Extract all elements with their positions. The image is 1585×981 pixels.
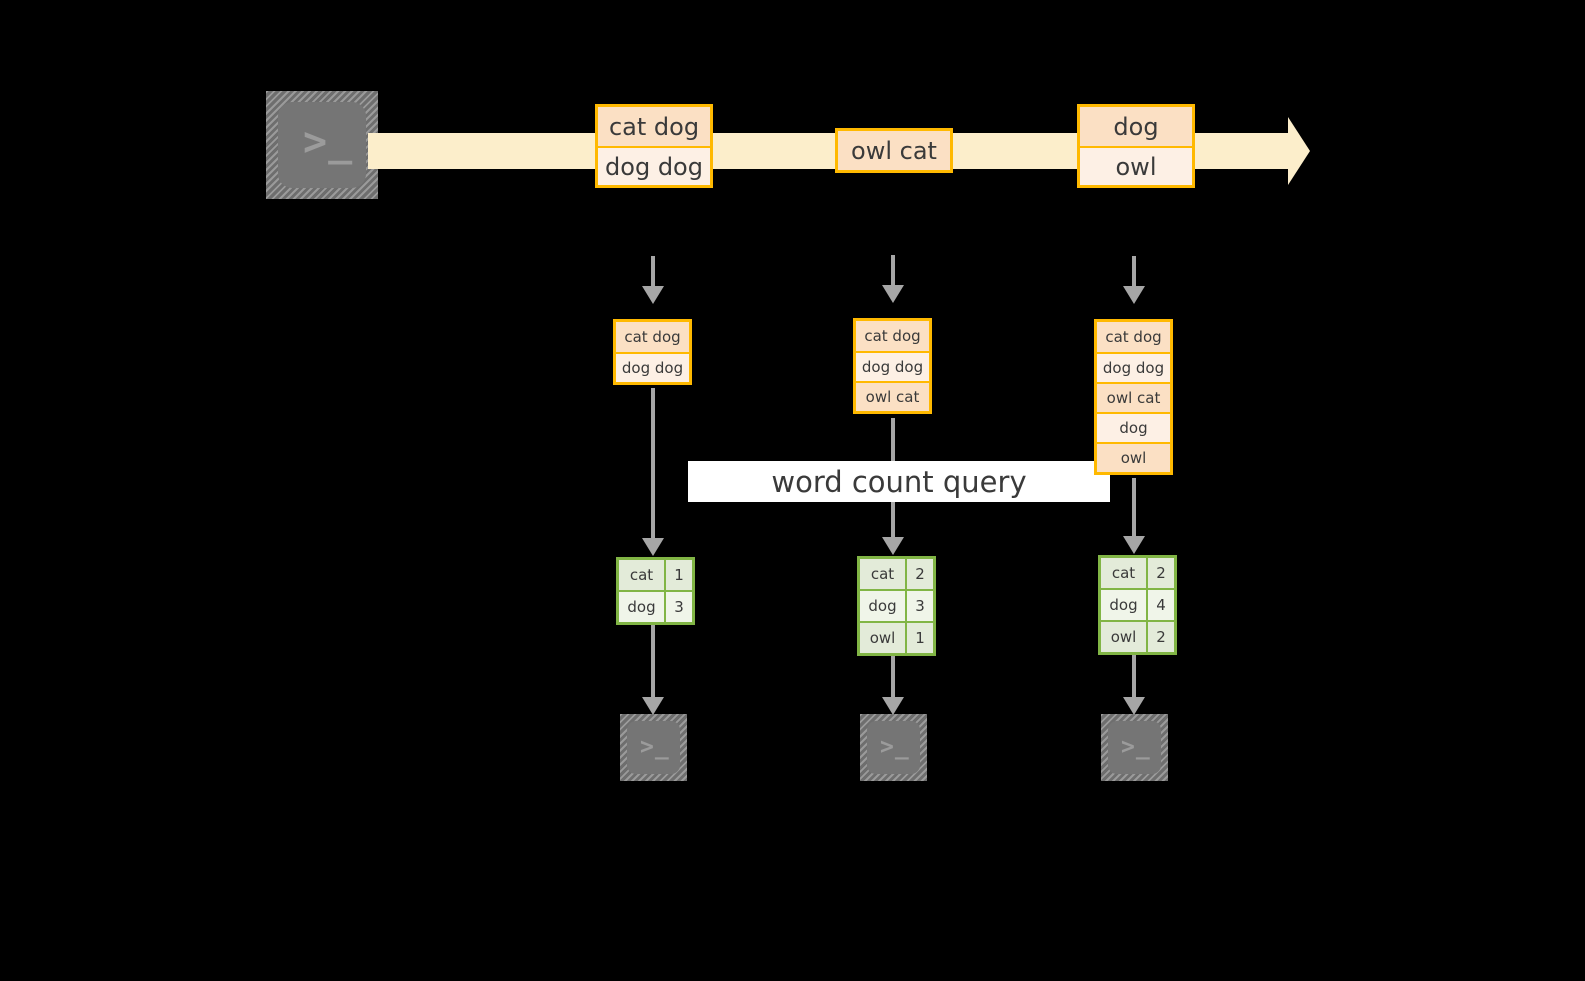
terminal-prompt-glyph: >_ xyxy=(1121,734,1151,760)
terminal-prompt-glyph: >_ xyxy=(640,734,670,760)
batch-input-2: cat dog dog dog owl cat xyxy=(853,318,932,414)
result-word: owl xyxy=(1101,622,1146,652)
dashed-feed-arrow-2 xyxy=(882,285,904,303)
query-arrow-3 xyxy=(1123,536,1145,554)
batch-line: dog dog xyxy=(616,352,689,382)
dashed-feed-line-2 xyxy=(891,255,895,285)
result-word: cat xyxy=(860,559,905,589)
sink-line-2 xyxy=(891,652,895,702)
result-row: owl 1 xyxy=(860,621,933,653)
query-arrow-1 xyxy=(642,538,664,556)
result-row: dog 3 xyxy=(860,589,933,621)
batch-line: owl cat xyxy=(856,381,929,411)
query-label-banner: word count query xyxy=(688,461,1110,502)
result-count: 2 xyxy=(1146,622,1174,652)
batch-line: dog dog xyxy=(1097,352,1170,382)
sink-terminal-icon-1: >_ xyxy=(620,714,687,781)
batch-line: cat dog xyxy=(856,321,929,351)
result-row: dog 3 xyxy=(619,590,692,622)
result-count: 1 xyxy=(905,623,933,653)
result-count: 3 xyxy=(905,591,933,621)
dashed-feed-arrow-1 xyxy=(642,286,664,304)
batch-line: dog xyxy=(1097,412,1170,442)
record-line: owl xyxy=(1080,146,1192,185)
result-table-1: cat 1 dog 3 xyxy=(616,557,695,625)
terminal-screen: >_ xyxy=(1108,721,1161,774)
result-count: 4 xyxy=(1146,590,1174,620)
record-line: cat dog xyxy=(598,107,710,146)
result-row: cat 2 xyxy=(1101,558,1174,588)
sink-terminal-icon-3: >_ xyxy=(1101,714,1168,781)
result-word: dog xyxy=(1101,590,1146,620)
terminal-screen: >_ xyxy=(627,721,680,774)
batch-line: dog dog xyxy=(856,351,929,381)
terminal-screen: >_ xyxy=(278,102,366,188)
result-row: owl 2 xyxy=(1101,620,1174,652)
sink-terminal-icon-2: >_ xyxy=(860,714,927,781)
stream-record-1: cat dog dog dog xyxy=(595,104,713,188)
query-line-1 xyxy=(651,388,655,543)
batch-line: owl xyxy=(1097,442,1170,472)
stream-record-3: dog owl xyxy=(1077,104,1195,188)
batch-input-3: cat dog dog dog owl cat dog owl xyxy=(1094,319,1173,475)
result-count: 1 xyxy=(664,560,692,590)
result-count: 2 xyxy=(1146,558,1174,588)
result-count: 3 xyxy=(664,592,692,622)
sink-line-3 xyxy=(1132,652,1136,702)
result-word: dog xyxy=(860,591,905,621)
sink-line-1 xyxy=(651,622,655,702)
terminal-prompt-glyph: >_ xyxy=(880,734,910,760)
query-line-3 xyxy=(1132,478,1136,543)
stream-record-2: owl cat xyxy=(835,128,953,173)
result-table-2: cat 2 dog 3 owl 1 xyxy=(857,556,936,656)
result-row: cat 2 xyxy=(860,559,933,589)
result-row: cat 1 xyxy=(619,560,692,590)
batch-input-1: cat dog dog dog xyxy=(613,319,692,385)
batch-line: cat dog xyxy=(1097,322,1170,352)
record-line: owl cat xyxy=(838,131,950,170)
dashed-feed-line-3 xyxy=(1132,256,1136,286)
record-line: dog dog xyxy=(598,146,710,185)
terminal-screen: >_ xyxy=(867,721,920,774)
result-word: cat xyxy=(1101,558,1146,588)
sink-arrow-1 xyxy=(642,697,664,715)
record-line: dog xyxy=(1080,107,1192,146)
result-row: dog 4 xyxy=(1101,588,1174,620)
dashed-feed-line-1 xyxy=(651,256,655,286)
terminal-prompt-glyph: >_ xyxy=(303,119,354,165)
result-word: owl xyxy=(860,623,905,653)
result-word: cat xyxy=(619,560,664,590)
source-terminal-icon: >_ xyxy=(266,91,378,199)
result-count: 2 xyxy=(905,559,933,589)
dashed-feed-arrow-3 xyxy=(1123,286,1145,304)
sink-arrow-2 xyxy=(882,697,904,715)
result-table-3: cat 2 dog 4 owl 2 xyxy=(1098,555,1177,655)
query-arrow-2 xyxy=(882,537,904,555)
sink-arrow-3 xyxy=(1123,697,1145,715)
batch-line: owl cat xyxy=(1097,382,1170,412)
stream-arrow-right-icon xyxy=(1288,117,1310,185)
result-word: dog xyxy=(619,592,664,622)
query-label-text: word count query xyxy=(771,464,1027,499)
batch-line: cat dog xyxy=(616,322,689,352)
